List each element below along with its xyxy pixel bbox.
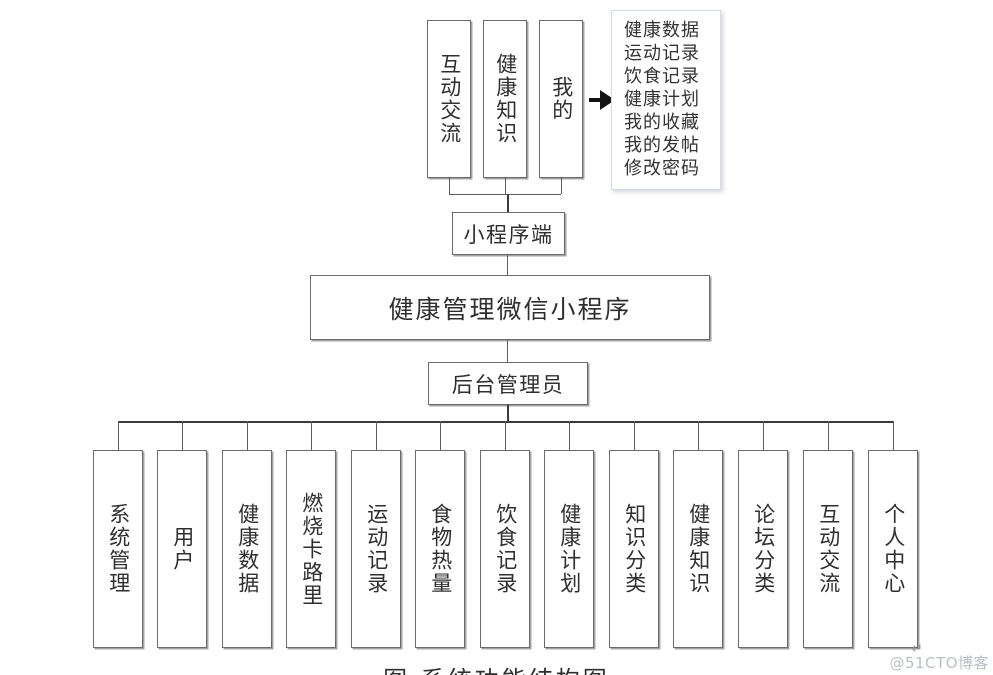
connector-module-drop-2 — [247, 421, 248, 450]
mine-menu-item[interactable]: 健康计划 — [624, 89, 700, 110]
connector-admin-to-bus — [507, 405, 509, 421]
connector-module-drop-4 — [376, 421, 377, 450]
connector-module-drop-12 — [893, 421, 894, 450]
client-node-box[interactable]: 小程序端 — [452, 212, 565, 255]
watermark-return-mark: ↵ — [911, 641, 923, 657]
client-tab-label: 健康知识 — [493, 53, 518, 145]
connector-tab-drop-1 — [505, 178, 506, 194]
system-node-label: 健康管理微信小程序 — [388, 294, 632, 324]
connector-module-drop-0 — [118, 421, 119, 450]
admin-module-label: 饮食记录 — [493, 503, 518, 595]
connector-tab-bus — [449, 194, 561, 195]
client-tab-box-2[interactable]: 我的 — [539, 20, 583, 178]
admin-module-label: 论坛分类 — [751, 503, 776, 595]
admin-module-box-0[interactable]: 系统管理 — [93, 450, 143, 648]
admin-module-box-11[interactable]: 互动交流 — [803, 450, 853, 648]
mine-menu-item[interactable]: 运动记录 — [624, 43, 700, 64]
admin-module-box-10[interactable]: 论坛分类 — [738, 450, 788, 648]
connector-tab-drop-0 — [449, 178, 450, 194]
mine-menu-item[interactable]: 健康数据 — [624, 20, 700, 41]
admin-module-box-6[interactable]: 饮食记录 — [480, 450, 530, 648]
admin-module-label: 知识分类 — [622, 503, 647, 595]
admin-node-box[interactable]: 后台管理员 — [428, 362, 588, 405]
mine-menu-item[interactable]: 修改密码 — [624, 158, 700, 179]
connector-module-drop-11 — [828, 421, 829, 450]
admin-module-label: 系统管理 — [106, 503, 131, 595]
connector-module-drop-10 — [763, 421, 764, 450]
admin-module-label: 互动交流 — [816, 503, 841, 595]
connector-module-drop-6 — [505, 421, 506, 450]
admin-module-box-8[interactable]: 知识分类 — [609, 450, 659, 648]
admin-module-box-1[interactable]: 用户 — [157, 450, 207, 648]
admin-module-box-7[interactable]: 健康计划 — [544, 450, 594, 648]
connector-module-drop-8 — [634, 421, 635, 450]
admin-module-label: 健康知识 — [686, 503, 711, 595]
admin-module-box-5[interactable]: 食物热量 — [415, 450, 465, 648]
admin-module-box-3[interactable]: 燃烧卡路里 — [286, 450, 336, 648]
figure-caption: 图 系统功能结构图 — [0, 660, 993, 675]
client-tab-label: 我的 — [549, 76, 574, 122]
connector-module-drop-9 — [698, 421, 699, 450]
admin-module-box-2[interactable]: 健康数据 — [222, 450, 272, 648]
admin-node-label: 后台管理员 — [451, 372, 565, 397]
admin-module-label: 健康数据 — [235, 503, 260, 595]
client-tab-box-0[interactable]: 互动交流 — [427, 20, 471, 178]
arrow-shaft — [589, 98, 601, 102]
admin-module-label: 个人中心 — [881, 503, 906, 595]
client-tab-box-1[interactable]: 健康知识 — [483, 20, 527, 178]
admin-module-label: 燃烧卡路里 — [299, 491, 324, 607]
connector-client-to-system — [507, 255, 508, 275]
admin-module-box-4[interactable]: 运动记录 — [351, 450, 401, 648]
admin-module-box-9[interactable]: 健康知识 — [673, 450, 723, 648]
connector-module-drop-3 — [311, 421, 312, 450]
connector-tab-drop-2 — [561, 178, 562, 194]
mine-menu-item[interactable]: 我的收藏 — [624, 112, 700, 133]
admin-module-label: 食物热量 — [428, 503, 453, 595]
mine-menu-list: 健康数据 运动记录 饮食记录 健康计划 我的收藏 我的发帖 修改密码 — [611, 10, 721, 190]
admin-module-box-12[interactable]: 个人中心 — [868, 450, 918, 648]
connector-module-drop-5 — [440, 421, 441, 450]
connector-bus-to-client — [507, 194, 509, 212]
client-tab-label: 互动交流 — [437, 53, 462, 145]
admin-module-label: 用户 — [170, 526, 195, 572]
connector-module-drop-7 — [569, 421, 570, 450]
mine-menu-item[interactable]: 我的发帖 — [624, 135, 700, 156]
mine-menu-item[interactable]: 饮食记录 — [624, 66, 700, 87]
admin-module-label: 运动记录 — [364, 503, 389, 595]
system-node-box[interactable]: 健康管理微信小程序 — [310, 275, 710, 340]
connector-system-to-admin — [507, 340, 508, 362]
admin-module-label: 健康计划 — [557, 503, 582, 595]
client-node-label: 小程序端 — [463, 222, 554, 247]
connector-module-drop-1 — [182, 421, 183, 450]
watermark: @51CTO博客 — [889, 654, 989, 672]
